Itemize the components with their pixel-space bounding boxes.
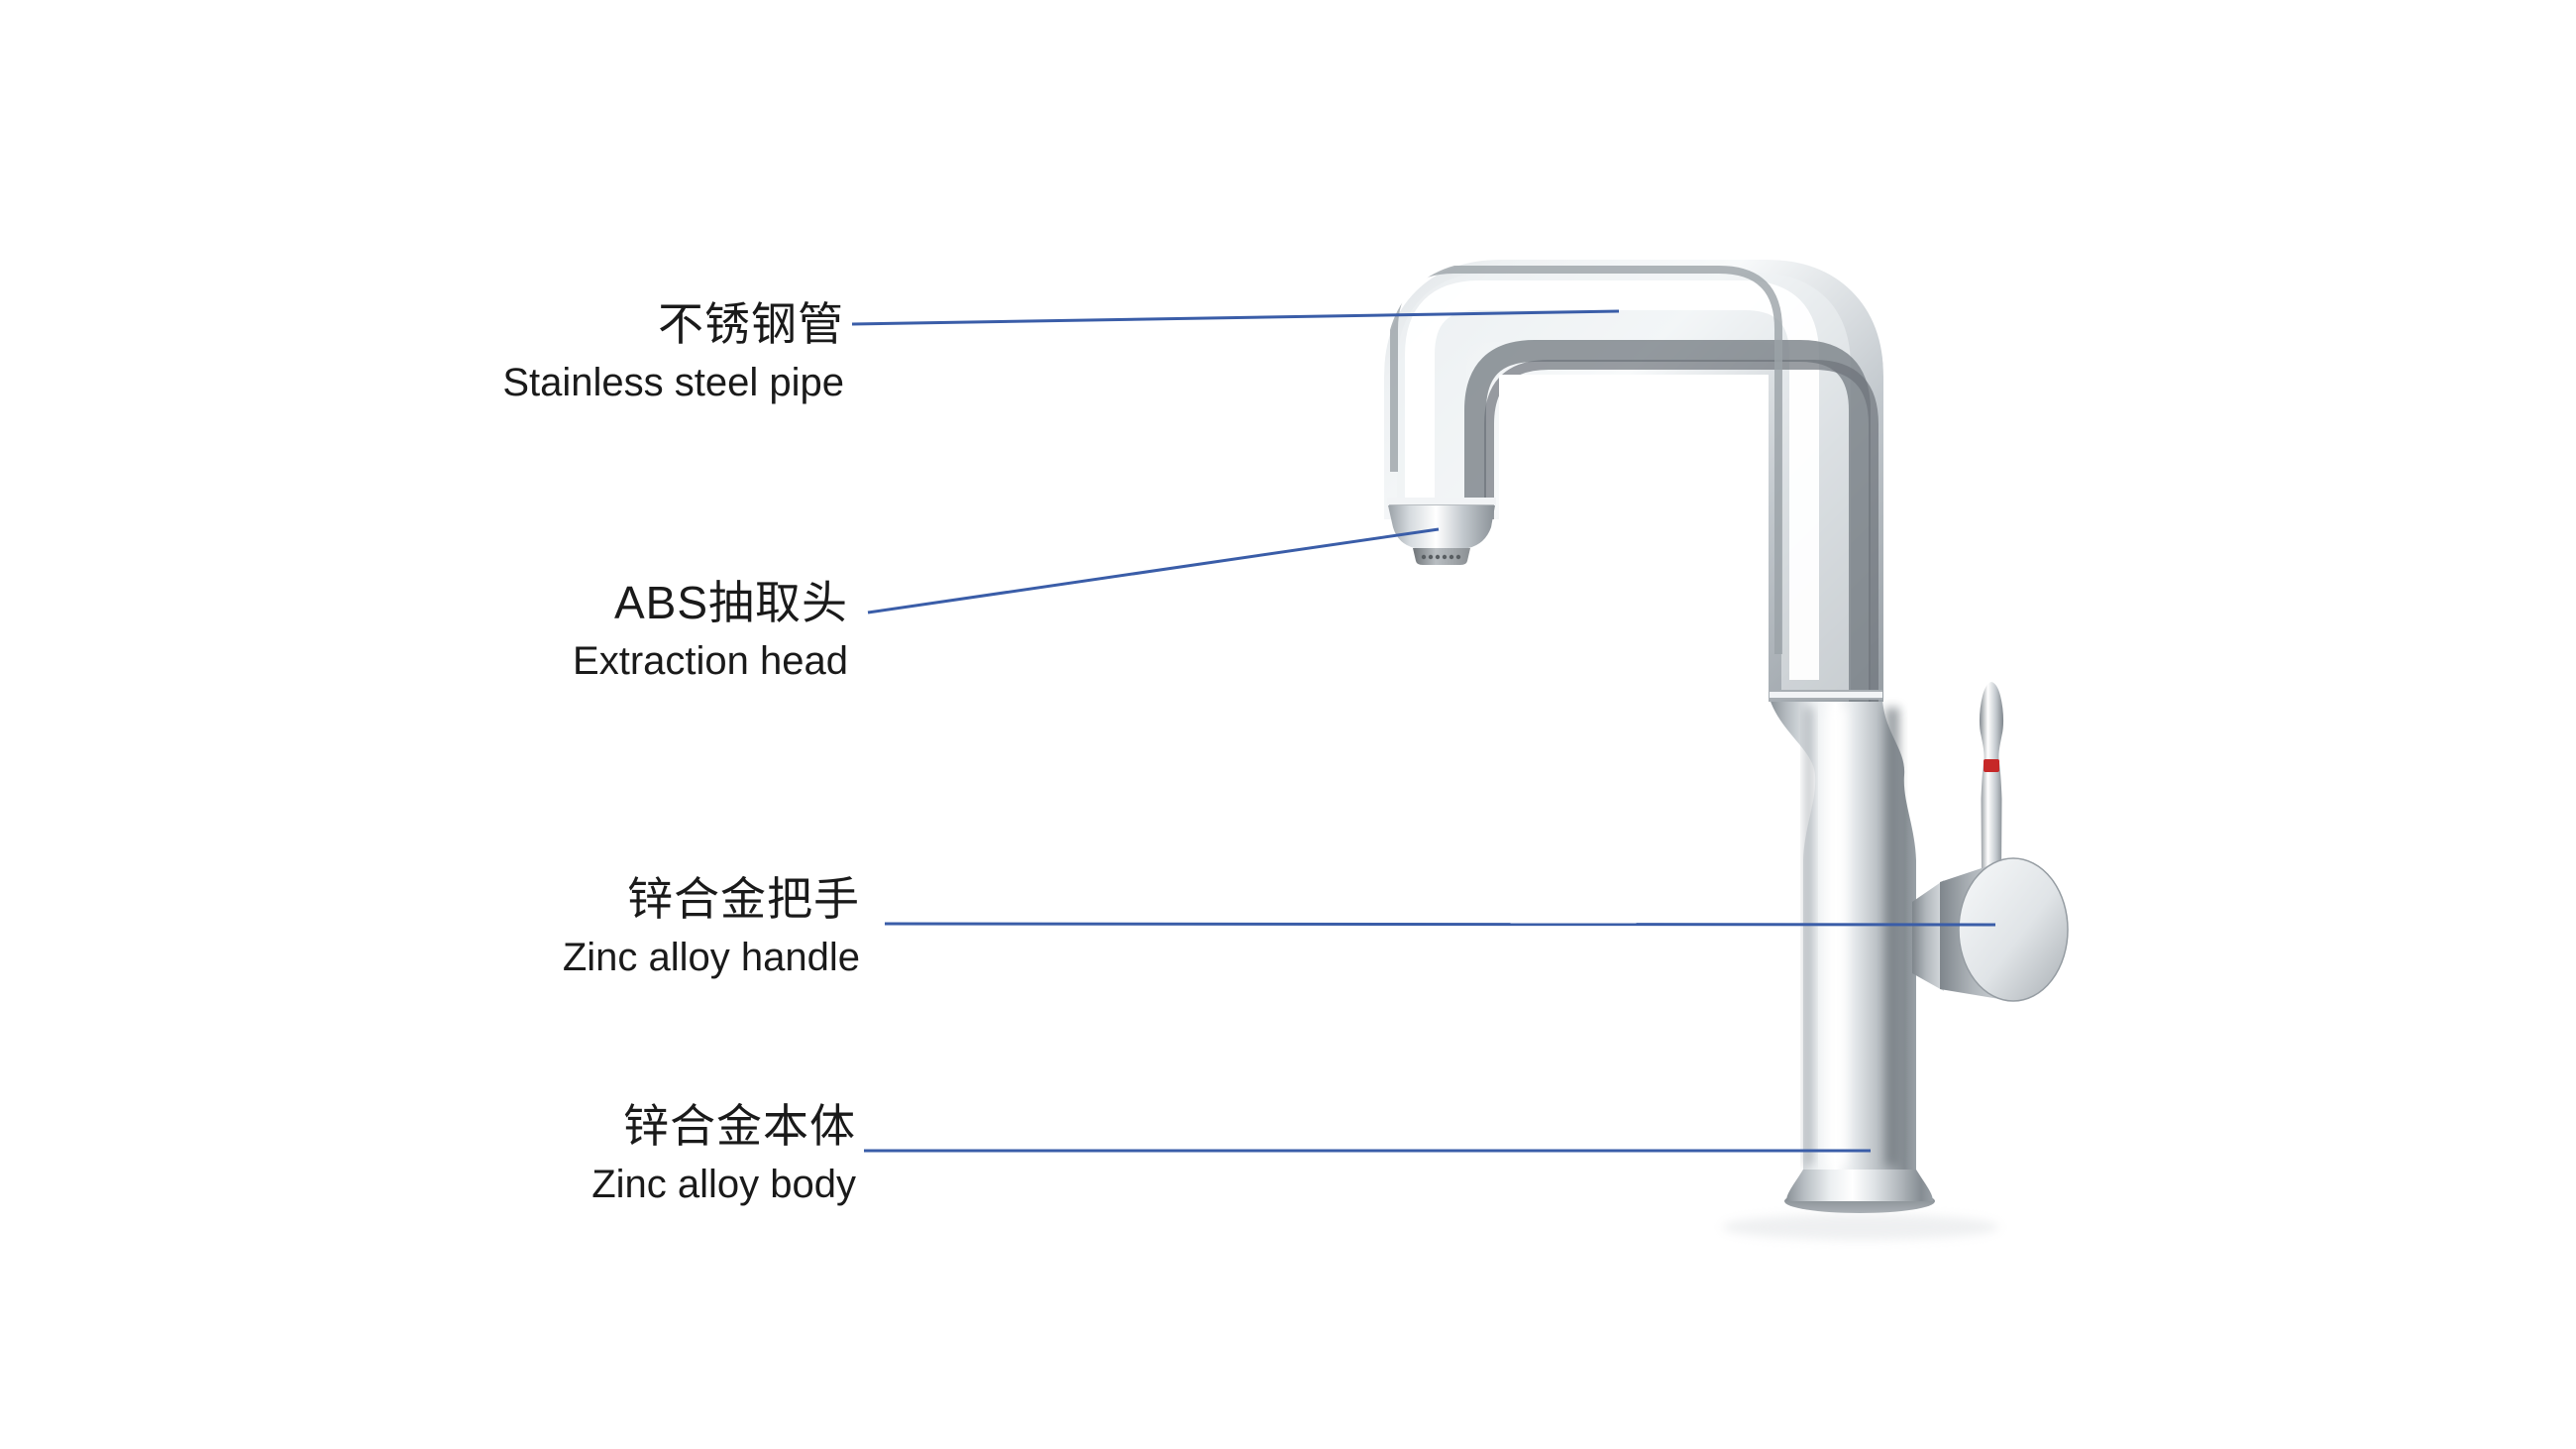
faucet bbox=[1384, 260, 2069, 1240]
faucet-body bbox=[1770, 699, 1935, 1213]
aerator-dots bbox=[1421, 554, 1461, 560]
faucet-spout-pipe bbox=[1384, 260, 1883, 702]
handle-connector bbox=[1912, 880, 1944, 991]
aerator-tip bbox=[1413, 548, 1470, 565]
base-flare bbox=[1786, 1170, 1933, 1201]
label-stainless-steel-pipe-zh: 不锈钢管 bbox=[658, 298, 844, 350]
label-extraction-head-en: Extraction head bbox=[573, 639, 848, 683]
pipe-body-joint bbox=[1770, 690, 1882, 700]
label-stainless-steel-pipe: 不锈钢管 Stainless steel pipe bbox=[502, 296, 844, 409]
base-shadow bbox=[1722, 1214, 1999, 1240]
label-zinc-alloy-handle-en: Zinc alloy handle bbox=[562, 936, 860, 979]
leader-line-zinc-alloy-handle bbox=[884, 922, 1996, 927]
extraction-head-shell bbox=[1388, 505, 1495, 548]
label-zinc-alloy-body-zh: 锌合金本体 bbox=[623, 1100, 856, 1152]
label-zinc-alloy-handle: 锌合金把手 Zinc alloy handle bbox=[563, 871, 860, 984]
label-extraction-head-zh: ABS抽取头 bbox=[613, 577, 848, 628]
handle-lever bbox=[1979, 682, 2004, 876]
handle-knob-face bbox=[1958, 857, 2069, 1002]
label-zinc-alloy-body-en: Zinc alloy body bbox=[591, 1163, 856, 1206]
faucet-handle bbox=[1912, 682, 2069, 1002]
label-extraction-head: ABS抽取头 Extraction head bbox=[573, 575, 848, 688]
leader-line-stainless-steel-pipe bbox=[851, 309, 1620, 326]
label-zinc-alloy-handle-zh: 锌合金把手 bbox=[627, 873, 860, 925]
leader-lines bbox=[851, 309, 1996, 1153]
handle-red-band bbox=[1984, 759, 1999, 772]
leader-line-extraction-head bbox=[867, 527, 1440, 614]
label-stainless-steel-pipe-en: Stainless steel pipe bbox=[502, 361, 844, 404]
faucet-extraction-head bbox=[1387, 498, 1496, 565]
label-zinc-alloy-body: 锌合金本体 Zinc alloy body bbox=[591, 1098, 856, 1211]
